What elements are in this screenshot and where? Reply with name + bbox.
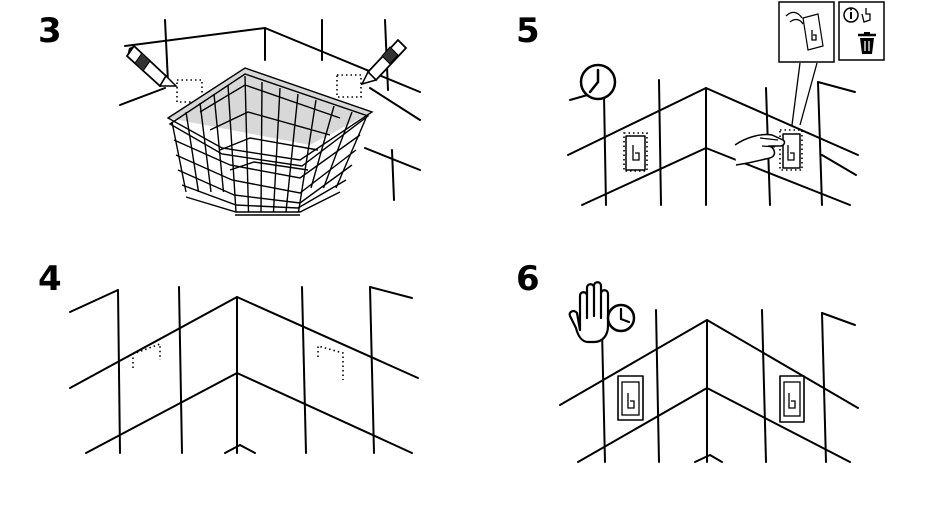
step-4-illustration xyxy=(70,287,418,453)
adhesive-pad-left xyxy=(618,376,643,420)
pencil-icon xyxy=(127,46,176,86)
mark-left xyxy=(133,344,160,368)
step-5-illustration xyxy=(568,2,884,205)
step-5-wall xyxy=(568,80,858,205)
step-4-wall xyxy=(70,287,418,453)
step-3-illustration xyxy=(120,20,420,215)
mark-right xyxy=(318,346,343,380)
adhesive-pad-right xyxy=(780,130,802,170)
basket-wire xyxy=(261,82,262,212)
hand-stop-icon xyxy=(570,282,608,342)
clock-icon xyxy=(608,305,634,331)
mark-right xyxy=(337,75,361,97)
adhesive-pad-left xyxy=(624,133,647,171)
wire-basket-icon xyxy=(168,68,372,215)
info-icon xyxy=(844,8,858,22)
clock-icon xyxy=(581,65,615,99)
hand-press-icon xyxy=(735,135,784,165)
step-6-illustration xyxy=(560,282,858,462)
clean-surface-icon xyxy=(779,2,834,62)
basket-wire xyxy=(186,112,199,192)
adhesive-pad-right xyxy=(780,376,804,422)
